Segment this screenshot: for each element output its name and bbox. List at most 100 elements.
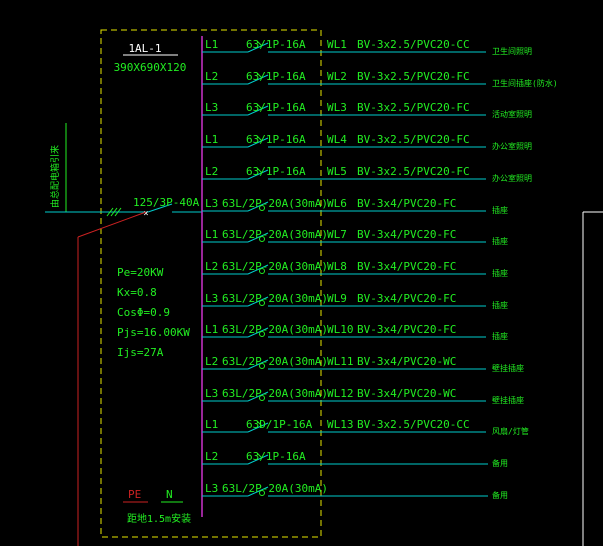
breaker-contact — [247, 232, 269, 243]
circuit-use: 卫生间插座(防水) — [492, 78, 558, 88]
phase-label: L3 — [205, 387, 218, 400]
enclosure-frame — [100, 29, 322, 538]
breaker-contact — [247, 42, 269, 53]
main-breaker-label: 125/3P-40A — [133, 196, 200, 209]
circuit-id: WL6 — [327, 197, 347, 210]
circuit-use: 办公室照明 — [492, 173, 532, 183]
rcd-icon — [259, 268, 265, 274]
breaker-rating: 63L/2P-20A(30mA) — [222, 260, 328, 273]
circuit-id: WL9 — [327, 292, 347, 305]
circuit-use: 办公室照明 — [492, 141, 532, 151]
rcd-icon — [259, 300, 265, 306]
phase-label: L1 — [205, 323, 218, 336]
cable-spec: BV-3x2.5/PVC20-CC — [357, 38, 470, 51]
ground-note: 距地1.5m安装 — [127, 512, 191, 525]
circuit-id: WL10 — [327, 323, 354, 336]
circuit-id: WL2 — [327, 70, 347, 83]
circuit-use: 备用 — [492, 490, 508, 500]
cable-spec: BV-3x4/PVC20-FC — [357, 292, 456, 305]
breaker-contact — [247, 169, 269, 180]
breaker-mark-icon — [256, 103, 263, 110]
breaker-mark-icon — [256, 167, 263, 174]
breaker-contact — [247, 422, 269, 433]
circuit-use: 插座 — [492, 331, 508, 341]
breaker-rating: 63L/2P-20A(30mA) — [222, 292, 328, 305]
breaker-contact — [247, 454, 269, 465]
cable-spec: BV-3x2.5/PVC20-CC — [357, 418, 470, 431]
n-label: N — [166, 488, 173, 501]
breaker-rating: 63L/2P-20A(30mA) — [222, 355, 328, 368]
breaker-contact — [247, 296, 269, 307]
circuit-id: WL4 — [327, 133, 347, 146]
cable-spec: BV-3x4/PVC20-WC — [357, 387, 456, 400]
load-parameters: Pe=20KW Kx=0.8 CosΦ=0.9 Pjs=16.00KW Ijs=… — [117, 266, 190, 359]
breaker-rating: 63/1P-16A — [246, 38, 306, 51]
cable-spec: BV-3x2.5/PVC20-FC — [357, 133, 470, 146]
cable-spec: BV-3x4/PVC20-FC — [357, 323, 456, 336]
breaker-mark-icon — [256, 40, 263, 47]
phase-label: L2 — [205, 355, 218, 368]
breaker-contact — [247, 327, 269, 338]
cable-spec: BV-3x2.5/PVC20-FC — [357, 165, 470, 178]
breaker-rating: 63L/2P-20A(30mA) — [222, 482, 328, 495]
param-pe: Pe=20KW — [117, 266, 164, 279]
phase-label: L3 — [205, 482, 218, 495]
breaker-rating: 63/1P-16A — [246, 133, 306, 146]
phase-label: L3 — [205, 101, 218, 114]
phase-label: L3 — [205, 292, 218, 305]
breaker-mark-icon — [256, 420, 263, 427]
circuit-id: WL3 — [327, 101, 347, 114]
breaker-rating: 63/1P-16A — [246, 165, 306, 178]
circuit-id: WL13 — [327, 418, 354, 431]
circuit-use: 插座 — [492, 268, 508, 278]
breaker-contact — [247, 391, 269, 402]
incoming-label: 由总配电箱引来 — [49, 145, 61, 208]
phase-label: L2 — [205, 70, 218, 83]
circuit-use: 备用 — [492, 458, 508, 468]
circuit-use: 壁挂插座 — [492, 363, 524, 373]
cable-spec: BV-3x2.5/PVC20-FC — [357, 101, 470, 114]
phase-label: L1 — [205, 228, 218, 241]
cable-spec: BV-3x4/PVC20-WC — [357, 355, 456, 368]
phase-label: L2 — [205, 450, 218, 463]
breaker-rating: 63/1P-16A — [246, 101, 306, 114]
main-breaker-x-icon: × — [143, 209, 148, 219]
breaker-rating: 63L/2P-20A(30mA) — [222, 197, 328, 210]
rcd-icon — [259, 395, 265, 401]
breaker-rating: 63D/1P-16A — [246, 418, 313, 431]
breaker-contact — [247, 74, 269, 85]
breaker-contact — [247, 264, 269, 275]
breaker-rating: 63/1P-16A — [246, 70, 306, 83]
cable-spec: BV-3x2.5/PVC20-FC — [357, 70, 470, 83]
param-pjs: Pjs=16.00KW — [117, 326, 190, 339]
breaker-rating: 63/1P-16A — [246, 450, 306, 463]
param-cos: CosΦ=0.9 — [117, 306, 170, 319]
circuit-use: 壁挂插座 — [492, 395, 524, 405]
circuit-use: 插座 — [492, 300, 508, 310]
circuit-id: WL8 — [327, 260, 347, 273]
phase-label: L1 — [205, 133, 218, 146]
circuit-id: WL11 — [327, 355, 354, 368]
panel-name: 1AL-1 — [128, 42, 161, 55]
pe-label: PE — [128, 488, 141, 501]
circuit-id: WL12 — [327, 387, 354, 400]
cable-spec: BV-3x4/PVC20-FC — [357, 197, 456, 210]
breaker-contact — [247, 359, 269, 370]
panel-size: 390X690X120 — [114, 61, 187, 74]
breaker-contact — [247, 486, 269, 497]
param-kx: Kx=0.8 — [117, 286, 157, 299]
breaker-mark-icon — [256, 452, 263, 459]
incoming-conductor-diagonal — [77, 211, 147, 238]
circuit-use: 卫生间照明 — [492, 46, 532, 56]
breaker-contact — [247, 105, 269, 116]
phase-label: L1 — [205, 38, 218, 51]
phase-label: L3 — [205, 197, 218, 210]
rcd-icon — [259, 205, 265, 211]
main-breaker-contact — [147, 203, 173, 213]
rcd-icon — [259, 331, 265, 337]
cable-spec: BV-3x4/PVC20-FC — [357, 260, 456, 273]
breaker-rating: 63L/2P-20A(30mA) — [222, 323, 328, 336]
circuit-use: 插座 — [492, 205, 508, 215]
breaker-mark-icon — [256, 135, 263, 142]
